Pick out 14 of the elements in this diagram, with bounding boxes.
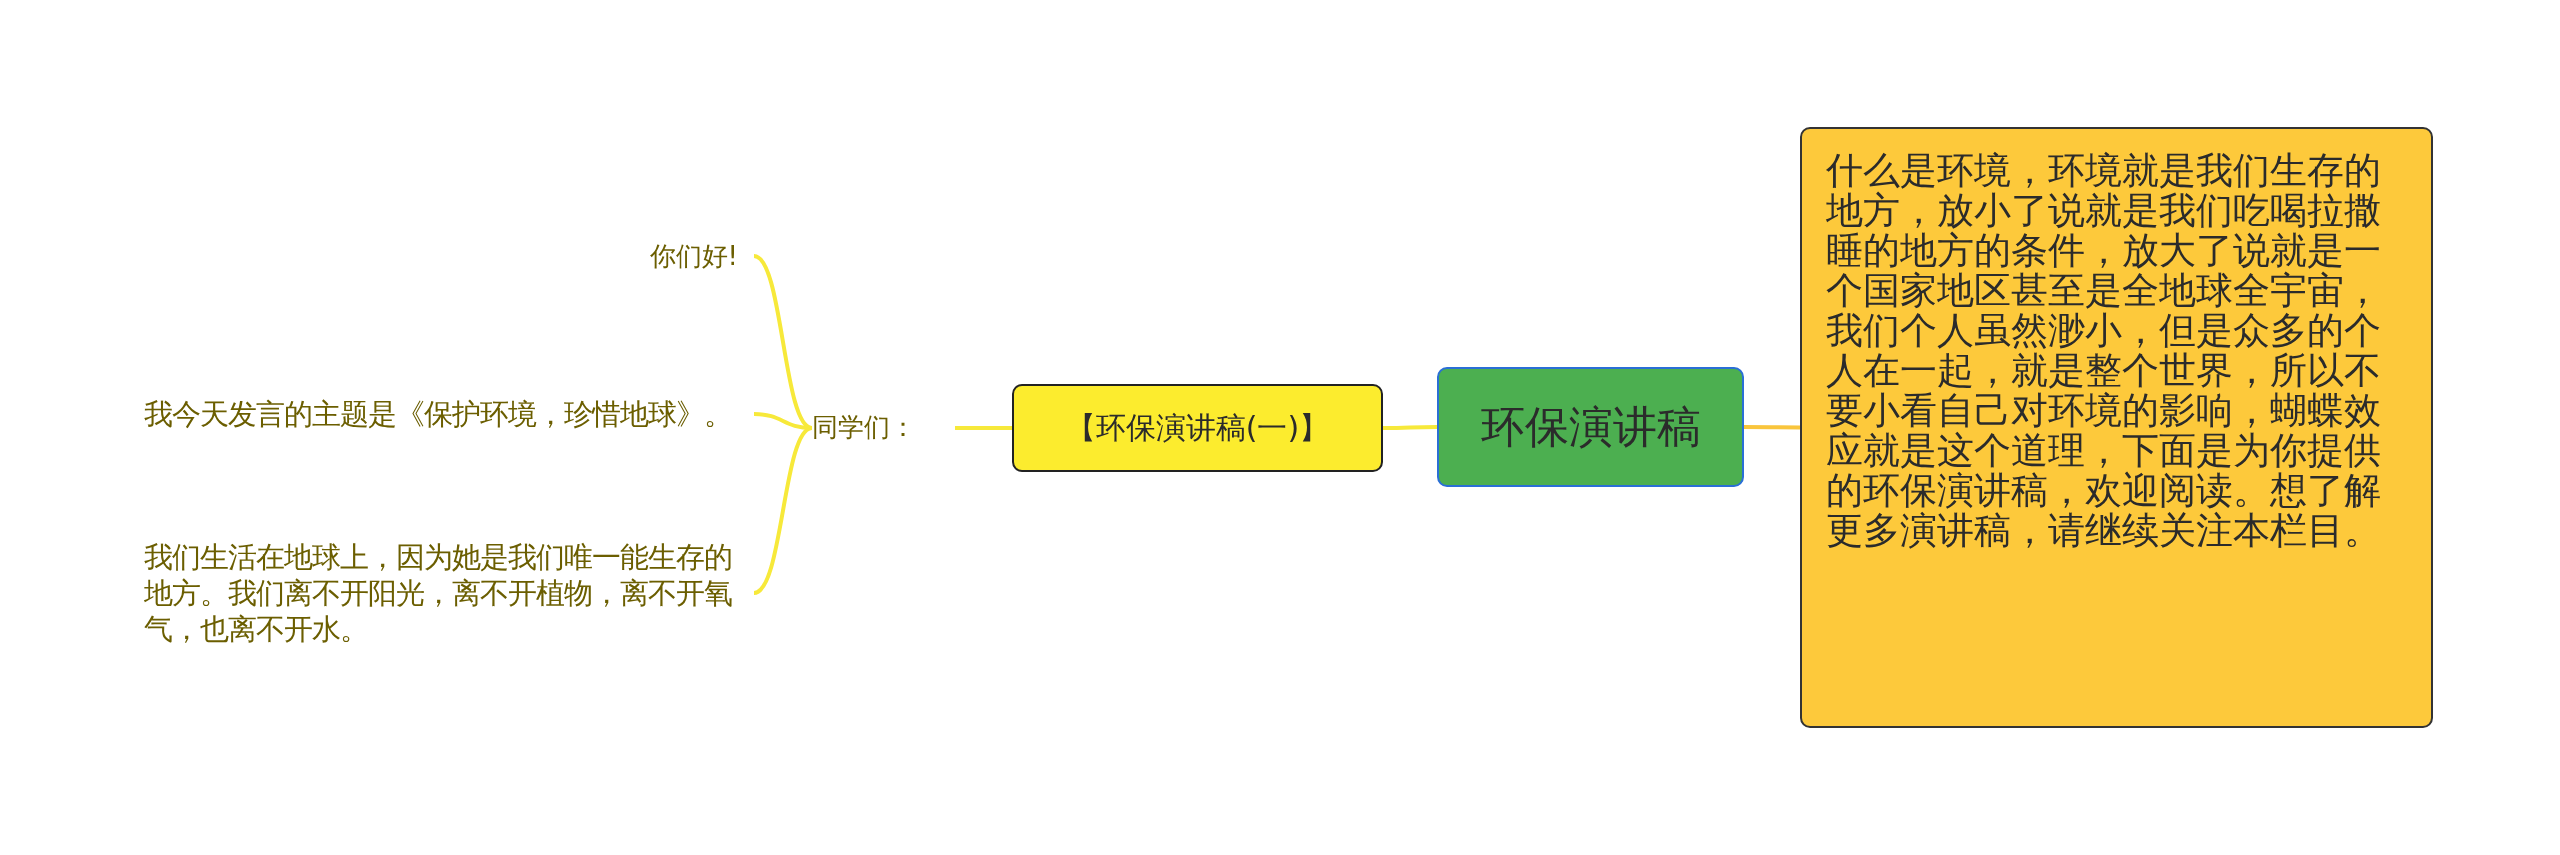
topic-text: 什么是环境，环境就是我们生存的地方，放小了说就是我们吃喝拉撒睡的地方的条件，放大了说就是一个国家地区甚至是全地球全宇宙，我们个人虽然渺小，但是众多的个人在一起，就是整个世界，所以不要小看自己对环境的影响，蝴蝶效应就是这个道理，下面是为你提供的环保演讲稿，欢迎阅读。想了解更多演讲稿，请继续关注本栏目。 — [1826, 151, 2382, 551]
connector-line — [955, 426, 1012, 430]
note-box — [1800, 127, 2433, 728]
connector-line — [1383, 425, 1437, 430]
connector-line — [1744, 425, 1800, 430]
leaf-text: 我们生活在地球上，因为她是我们唯一能生存的地方。我们离不开阳光，离不开植物，离不开氧气，也离不开水。 — [144, 539, 733, 647]
leaf-text: 我今天发言的主题是《保护环境，珍惜地球》。 — [144, 396, 732, 432]
leaf-text: 你们好! — [649, 240, 738, 273]
root-topic-box — [1437, 367, 1744, 487]
subtopic-text: 同学们： — [812, 412, 916, 444]
connector-line — [753, 426, 813, 595]
topic-text: 环保演讲稿 — [1480, 400, 1701, 454]
topic-text: 【环保演讲稿(一)】 — [1065, 410, 1330, 446]
topic-box — [1012, 384, 1383, 472]
